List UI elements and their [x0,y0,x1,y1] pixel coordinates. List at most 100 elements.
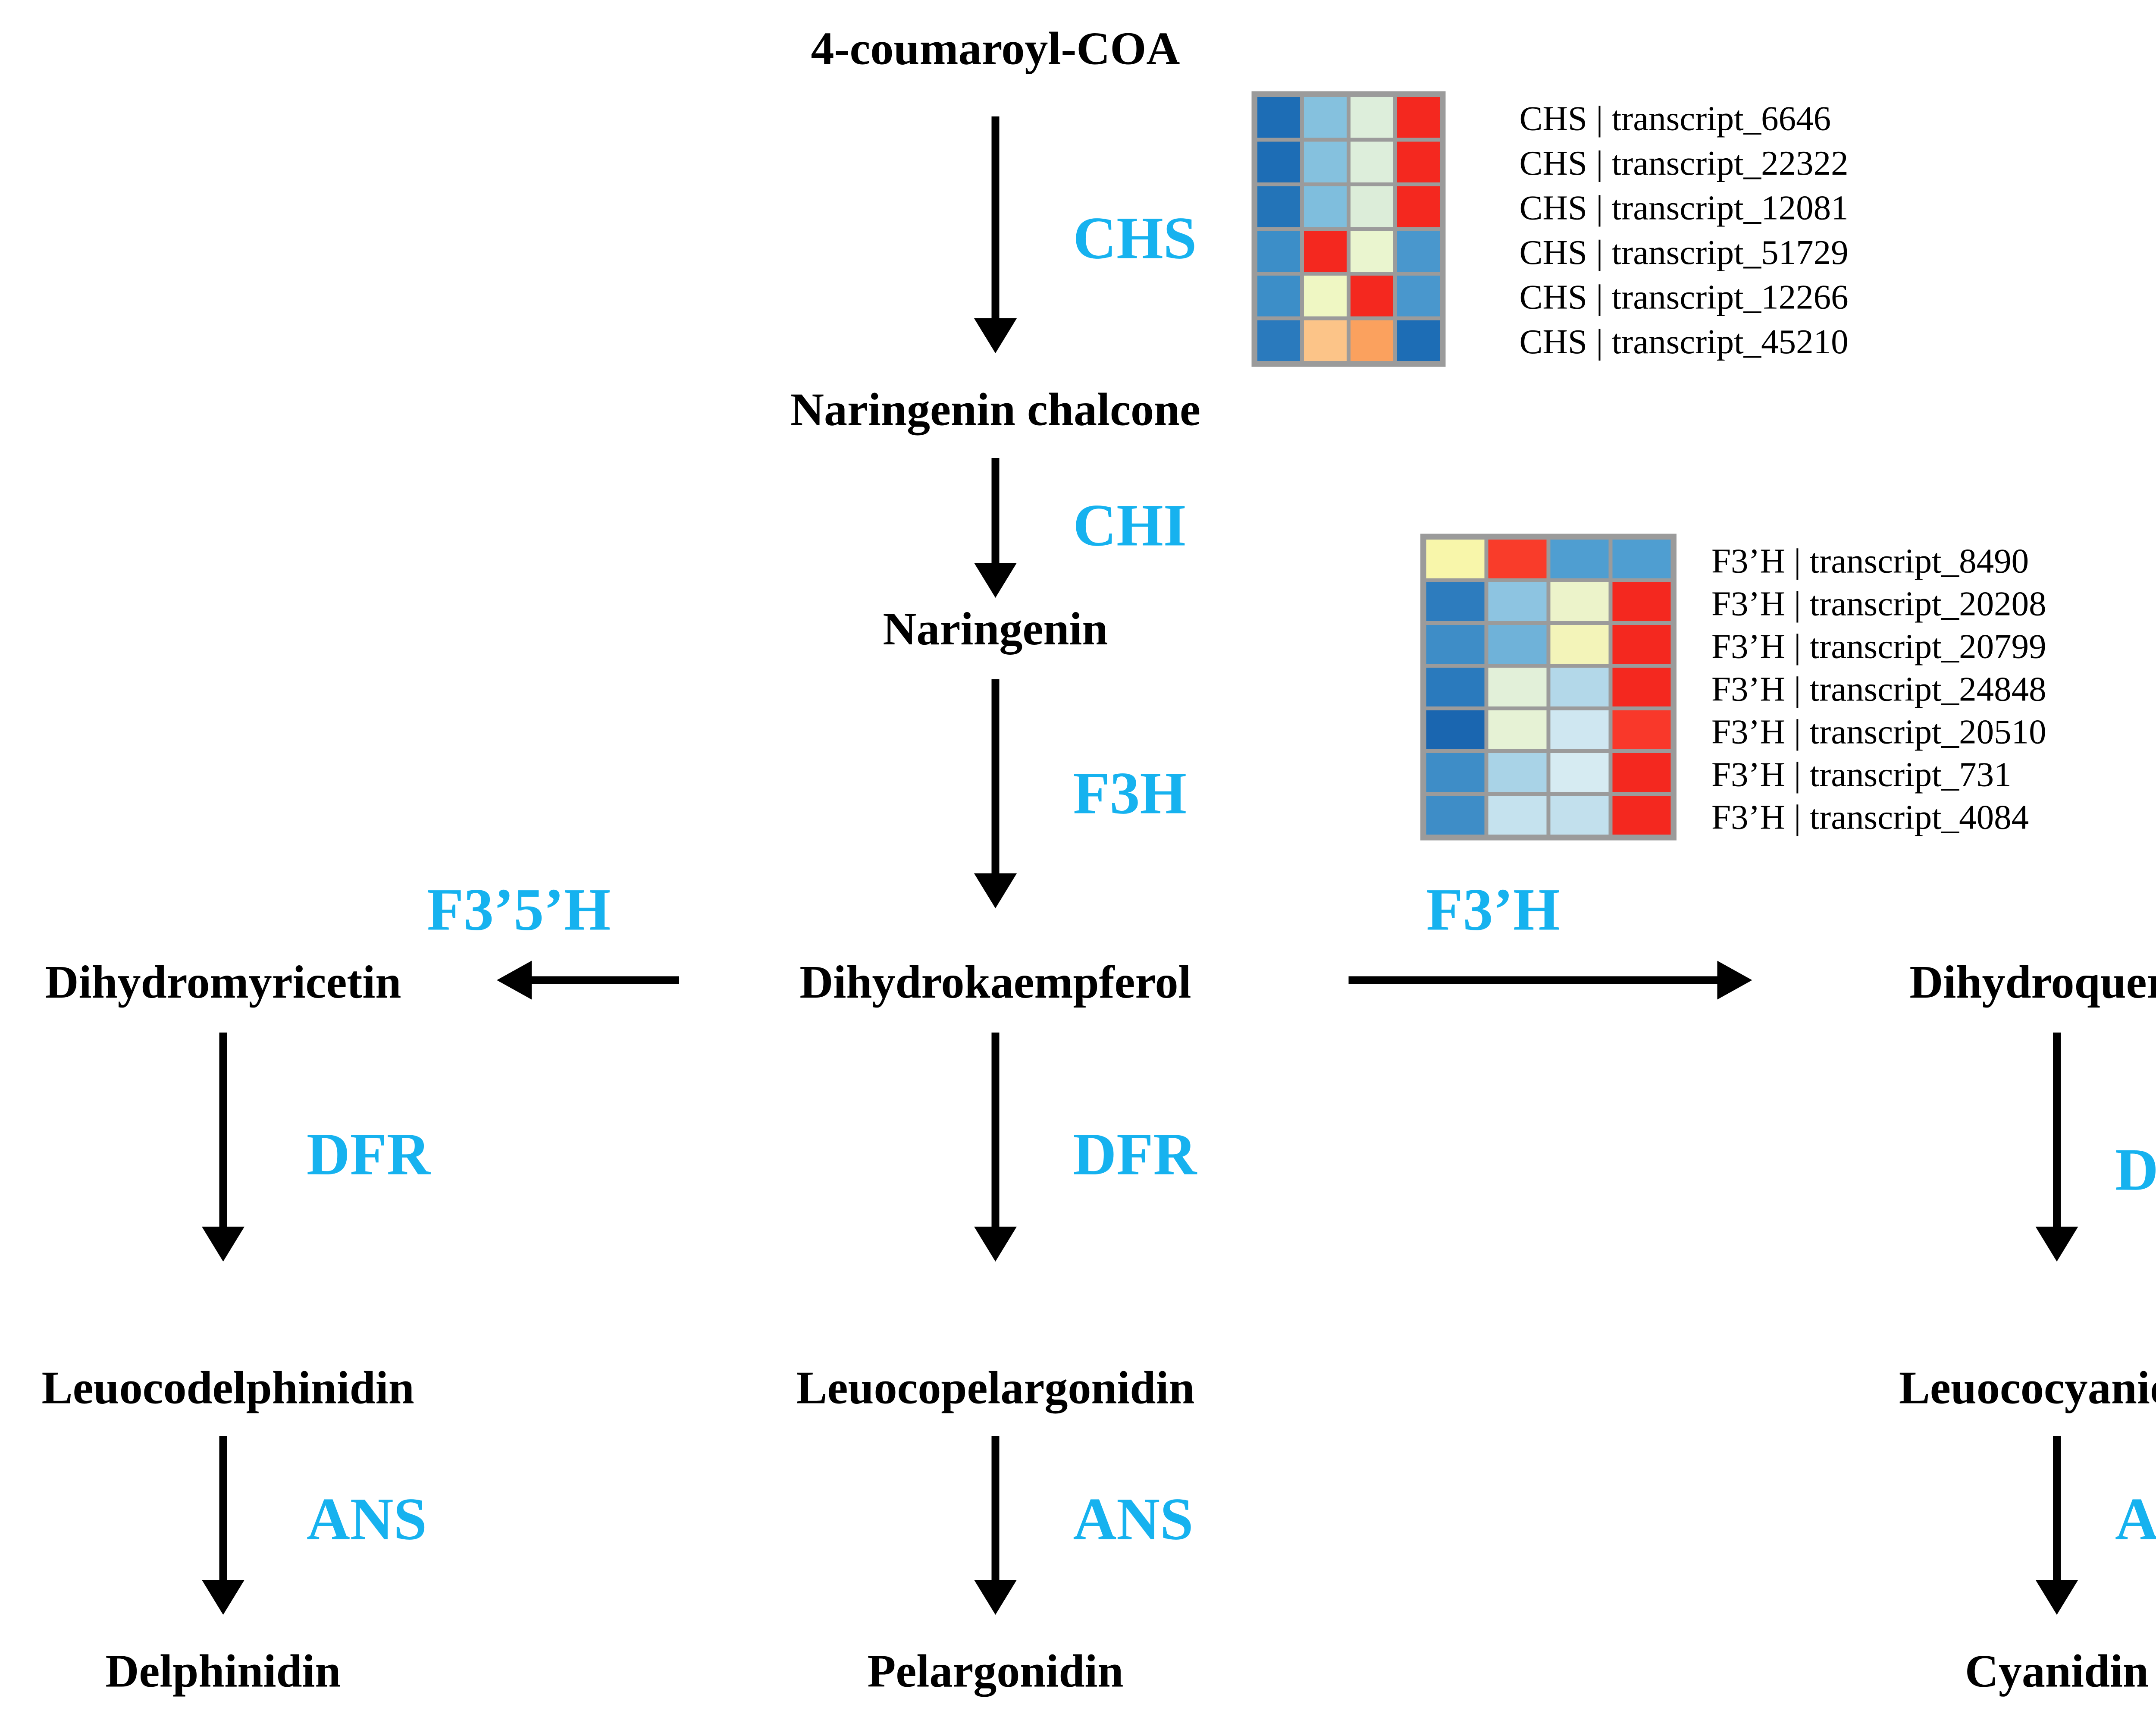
enzyme-label-dfr-right: DFR [2115,1137,2156,1203]
heatmap-cell [1551,582,1609,621]
arrow-dfr-center-icon [992,1033,1000,1227]
heatmap-cell [1304,186,1347,227]
heatmap-cell [1613,582,1671,621]
transcript-label: CHS | transcript_51729 [1520,231,1849,276]
heatmap-grid-chs [1252,91,1446,367]
node-4-coumaroyl-coa: 4-coumaroyl-COA [705,25,1287,76]
node-pelargonidin: Pelargonidin [802,1648,1190,1698]
node-naringenin-chalcone: Naringenin chalcone [685,386,1306,437]
node-leuocodelphinidin: Leuocodelphinidin [0,1365,456,1415]
arrow-dfr-right-icon [2053,1033,2061,1227]
node-dihydroquercetin: Dihydroquercetin [1843,959,2156,1009]
node-leuocopelargonidin: Leuocopelargonidin [728,1365,1263,1415]
heatmap-cell [1613,625,1671,664]
heatmap-cell [1613,753,1671,792]
node-delphinidin: Delphinidin [68,1648,379,1698]
heatmap-cell [1426,582,1485,621]
heatmap-cell [1426,625,1485,664]
enzyme-label-ans-center: ANS [1073,1487,1194,1553]
heatmap-grid-f3ph [1420,534,1677,841]
transcript-label: F3’H | transcript_24848 [1711,668,2046,710]
node-naringenin: Naringenin [782,606,1209,656]
heatmap-cell [1304,231,1347,272]
heatmap-cell [1257,276,1300,317]
heatmap-cell [1426,796,1485,835]
transcript-label: CHS | transcript_45210 [1520,320,1849,365]
heatmap-cell [1489,540,1547,578]
heatmap-cell [1551,796,1609,835]
heatmap-cell [1613,710,1671,749]
heatmap-cell [1613,796,1671,835]
transcript-label: F3’H | transcript_20510 [1711,710,2046,753]
enzyme-label-ans-right: ANS [2115,1487,2156,1553]
heatmap-cell [1489,625,1547,664]
heatmap-cell [1613,668,1671,706]
heatmap-cell [1351,142,1393,183]
enzyme-label-chi: CHI [1073,493,1187,559]
arrow-chi-down-icon [992,458,1000,563]
arrow-chs-down-icon [992,116,1000,318]
transcript-label: CHS | transcript_22322 [1520,142,1849,187]
heatmap-cell [1351,320,1393,361]
heatmap-cell [1551,625,1609,664]
enzyme-label-f3h: F3H [1073,761,1187,827]
transcript-label: F3’H | transcript_731 [1711,753,2046,796]
enzyme-label-dfr-left: DFR [307,1122,430,1188]
heatmap-cell [1351,231,1393,272]
heatmap-cell [1489,710,1547,749]
enzyme-label-chs: CHS [1073,206,1197,272]
heatmap-cell [1257,320,1300,361]
arrow-f3h-down-icon [992,679,1000,873]
transcript-label: F3’H | transcript_4084 [1711,796,2046,838]
heatmap-cell [1397,320,1440,361]
transcript-label: F3’H | transcript_20208 [1711,582,2046,625]
node-cyanidin: Cyanidin [1863,1648,2156,1698]
heatmap-cell [1351,97,1393,138]
arrow-ans-right-icon [2053,1436,2061,1580]
enzyme-label-f3ph: F3’H [1426,877,1560,943]
heatmap-cell [1426,753,1485,792]
heatmap-cell [1304,320,1347,361]
heatmap-cell [1551,710,1609,749]
heatmap-cell [1351,276,1393,317]
arrow-ans-left-icon [219,1436,227,1580]
heatmap-cell [1426,668,1485,706]
heatmap-cell [1489,582,1547,621]
transcript-label: CHS | transcript_12081 [1520,186,1849,231]
heatmap-cell [1397,186,1440,227]
heatmap-cell [1304,97,1347,138]
heatmap-cell [1257,142,1300,183]
heatmap-cell [1613,540,1671,578]
heatmap-cell [1426,540,1485,578]
transcript-label: CHS | transcript_6646 [1520,97,1849,142]
heatmap-cell [1426,710,1485,749]
heatmap-cell [1304,142,1347,183]
heatmap-cell [1551,668,1609,706]
heatmap-cell [1489,796,1547,835]
arrow-f35h-left-icon [532,976,679,984]
heatmap-cell [1257,231,1300,272]
heatmap-cell [1551,753,1609,792]
enzyme-label-dfr-center: DFR [1073,1122,1197,1188]
enzyme-label-f35h: F3’5’H [427,877,611,943]
transcript-label: F3’H | transcript_8490 [1711,540,2046,582]
heatmap-cell [1397,97,1440,138]
heatmap-cell [1397,142,1440,183]
heatmap-cell [1397,231,1440,272]
heatmap-cell [1257,186,1300,227]
heatmap-cell [1304,276,1347,317]
heatmap-cell [1489,668,1547,706]
heatmap-cell [1489,753,1547,792]
node-leuococyanidin: Leuococyanidin [1814,1365,2156,1415]
arrow-f3ph-right-icon [1349,976,1717,984]
transcript-label: F3’H | transcript_20799 [1711,625,2046,668]
heatmap-cell [1257,97,1300,138]
enzyme-label-ans-left: ANS [307,1487,427,1553]
node-dihydrokaempferol: Dihydrokaempferol [743,959,1248,1009]
heatmap-cell [1551,540,1609,578]
